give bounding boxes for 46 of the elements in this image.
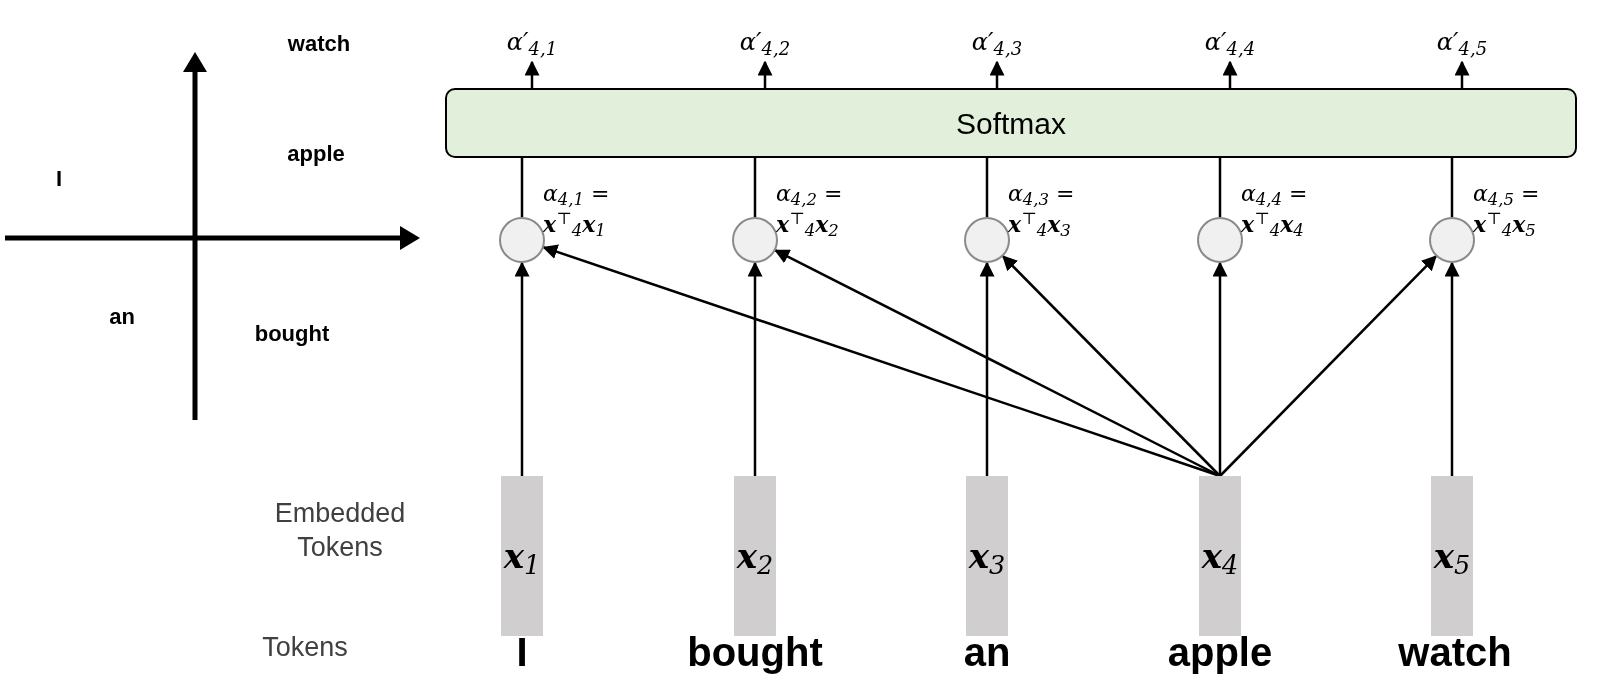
arrow bbox=[747, 261, 763, 476]
embedding-bar bbox=[1431, 476, 1473, 636]
word-label: an bbox=[109, 302, 135, 331]
formula-label: α$_{4,5}$ = x$^{⊤}$$_{4}$x$_{5}$ bbox=[1473, 180, 1541, 240]
arrow bbox=[1219, 255, 1437, 477]
vector-label: x$_{4}$ bbox=[1201, 534, 1239, 582]
embedding-bar bbox=[501, 476, 543, 636]
word-label: apple bbox=[1167, 629, 1273, 676]
formula-label: α$_{4,1}$ = x$^{⊤}$$_{4}$x$_{1}$ bbox=[543, 180, 611, 240]
word-label: bought bbox=[687, 629, 823, 676]
embedding-bar bbox=[734, 476, 776, 636]
alpha-label: α′$_{4,3}$ bbox=[971, 27, 1023, 60]
arrow bbox=[1002, 255, 1221, 477]
word-label: Embedded Tokens bbox=[273, 497, 407, 564]
vector-label: x$_{5}$ bbox=[1433, 534, 1471, 582]
vector-label: x$_{3}$ bbox=[968, 534, 1006, 582]
word-label: apple bbox=[287, 139, 345, 168]
arrow bbox=[514, 261, 530, 476]
vector-label: x$_{2}$ bbox=[736, 534, 774, 582]
word-label: watch bbox=[1398, 629, 1512, 676]
word-label: bought bbox=[254, 319, 330, 348]
arrow bbox=[1454, 60, 1470, 88]
arrow bbox=[979, 261, 995, 476]
arrow bbox=[1444, 261, 1460, 476]
formula-label: α$_{4,3}$ = x$^{⊤}$$_{4}$x$_{3}$ bbox=[1008, 180, 1076, 240]
alpha-label: α′$_{4,5}$ bbox=[1436, 27, 1488, 60]
formula-label: α$_{4,2}$ = x$^{⊤}$$_{4}$x$_{2}$ bbox=[776, 180, 844, 240]
word-label: an bbox=[963, 629, 1011, 676]
word-label: watch bbox=[287, 29, 351, 58]
word-label: I bbox=[516, 629, 528, 676]
softmax-label: Softmax bbox=[955, 105, 1066, 142]
word-label: I bbox=[55, 164, 63, 193]
formula-label: α$_{4,4}$ = x$^{⊤}$$_{4}$x$_{4}$ bbox=[1241, 180, 1309, 240]
word-label: Tokens bbox=[262, 630, 348, 664]
arrow bbox=[1212, 261, 1228, 476]
vector-label: x$_{1}$ bbox=[503, 534, 541, 582]
arrow bbox=[1222, 60, 1238, 88]
embedding-bar bbox=[966, 476, 1008, 636]
alpha-label: α′$_{4,4}$ bbox=[1204, 27, 1256, 60]
arrow bbox=[524, 60, 540, 88]
softmax-box bbox=[445, 88, 1577, 158]
alpha-label: α′$_{4,2}$ bbox=[739, 27, 791, 60]
arrow bbox=[989, 60, 1005, 88]
arrow bbox=[757, 60, 773, 88]
embedding-bar bbox=[1199, 476, 1241, 636]
alpha-label: α′$_{4,1}$ bbox=[506, 27, 558, 60]
